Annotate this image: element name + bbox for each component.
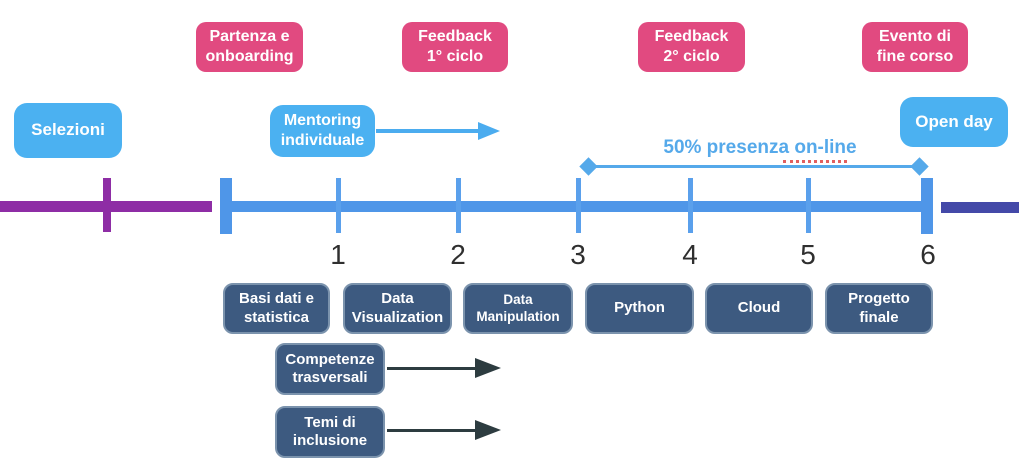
mentoring-arrow-head-icon: [478, 122, 500, 140]
phase-box-partenza-onboarding: Partenza e onboarding: [196, 22, 303, 72]
phase-box-evento-fine-corso: Evento di fine corso: [862, 22, 968, 72]
online-presence-label: 50% presenza on-line: [663, 137, 857, 158]
phase-box-feedback-1-ciclo: Feedback 1° ciclo: [402, 22, 508, 72]
track-arrow-temi-head-icon: [475, 420, 501, 440]
timeline-tick-4: [688, 178, 693, 233]
module-box-python: Python: [585, 283, 694, 334]
event-box-mentoring-individuale: Mentoring individuale: [270, 105, 375, 157]
module-box-data-manipulation: Data Manipulation: [463, 283, 573, 334]
timeline-tick-5: [806, 178, 811, 233]
timeline-selection-tick: [103, 178, 111, 232]
track-box-temi-inclusione: Temi di inclusione: [275, 406, 385, 458]
month-label-5: 5: [800, 239, 816, 270]
month-label-1: 1: [330, 239, 346, 270]
timeline-tick-3: [576, 178, 581, 233]
timeline-tick-2: [456, 178, 461, 233]
timeline-start-cap: [220, 178, 232, 234]
phase-box-feedback-2-ciclo: Feedback 2° ciclo: [638, 22, 745, 72]
month-label-4: 4: [682, 239, 698, 270]
online-presence-line: [588, 165, 920, 168]
track-arrow-competenze-shaft: [387, 367, 475, 370]
mentoring-arrow-shaft: [376, 129, 480, 133]
event-box-open-day: Open day: [900, 97, 1008, 147]
timeline-end-cap: [921, 178, 933, 234]
online-presence-diamond-left-icon: [579, 157, 598, 176]
track-box-competenze-trasversali: Competenze trasversali: [275, 343, 385, 395]
track-arrow-temi-shaft: [387, 429, 475, 432]
online-presence-diamond-right-icon: [910, 157, 929, 176]
module-box-data-visualization: Data Visualization: [343, 283, 452, 334]
module-box-progetto-finale: Progetto finale: [825, 283, 933, 334]
month-label-6: 6: [920, 239, 936, 270]
timeline-post-segment: [941, 202, 1019, 213]
spellcheck-underline: [783, 160, 847, 163]
event-box-selezioni: Selezioni: [14, 103, 122, 158]
month-label-2: 2: [450, 239, 466, 270]
month-label-3: 3: [570, 239, 586, 270]
track-arrow-competenze-head-icon: [475, 358, 501, 378]
module-box-basi-dati-statistica: Basi dati e statistica: [223, 283, 330, 334]
timeline-tick-1: [336, 178, 341, 233]
module-box-cloud: Cloud: [705, 283, 813, 334]
